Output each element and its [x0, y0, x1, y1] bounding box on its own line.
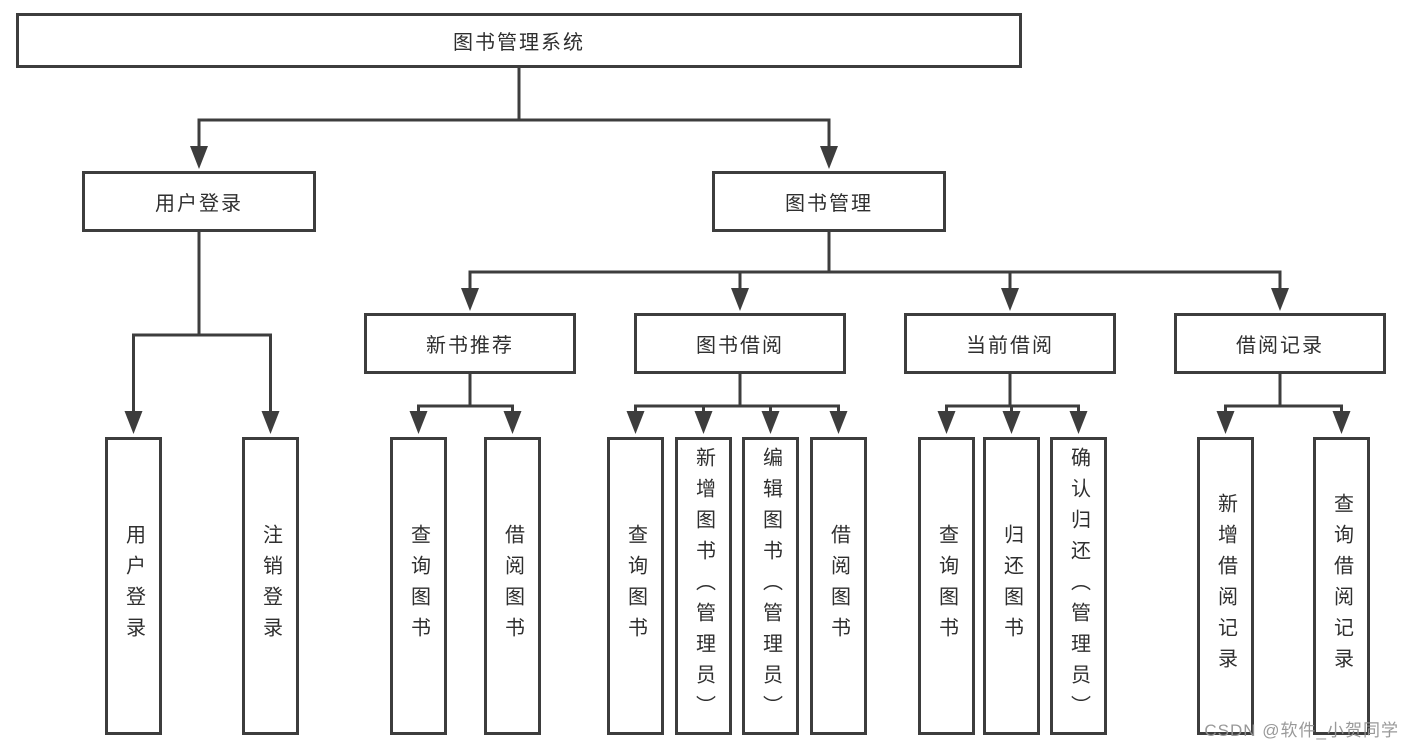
node-borrow-books-recommend: 借阅图书 — [484, 437, 541, 735]
node-book-borrowing-label: 图书借阅 — [696, 335, 784, 357]
connector-book-management-to-level3 — [461, 230, 1289, 311]
node-book-management-label: 图书管理 — [785, 193, 873, 215]
node-new-book-recommend: 新书推荐 — [364, 313, 576, 374]
node-add-borrow-record: 新增借阅记录 — [1197, 437, 1254, 735]
connector-book-borrowing-to-leaves — [626, 372, 848, 434]
node-return-books-label: 归还图书 — [1000, 524, 1023, 648]
node-return-books: 归还图书 — [983, 437, 1040, 735]
node-edit-books-admin-label: 编辑图书（管理员） — [759, 446, 782, 726]
node-current-borrowing: 当前借阅 — [904, 313, 1116, 374]
node-book-management: 图书管理 — [712, 171, 946, 232]
node-add-books-admin-label: 新增图书（管理员） — [692, 446, 715, 726]
node-borrowing-records-label: 借阅记录 — [1236, 335, 1324, 357]
node-confirm-return-admin: 确认归还（管理员） — [1050, 437, 1107, 735]
connector-current-borrowing-to-leaves — [937, 372, 1088, 434]
node-root: 图书管理系统 — [16, 13, 1022, 68]
node-borrowing-records: 借阅记录 — [1174, 313, 1386, 374]
node-query-borrow-record: 查询借阅记录 — [1313, 437, 1370, 735]
node-query-books-borrowing: 查询图书 — [607, 437, 664, 735]
node-user-login-label: 用户登录 — [155, 193, 243, 215]
connector-borrowing-records-to-leaves — [1216, 372, 1351, 434]
node-new-book-recommend-label: 新书推荐 — [426, 335, 514, 357]
node-current-borrowing-label: 当前借阅 — [966, 335, 1054, 357]
node-query-books-recommend: 查询图书 — [390, 437, 447, 735]
connector-new-book-recommend-to-leaves — [409, 372, 522, 434]
node-borrow-books-recommend-label: 借阅图书 — [501, 524, 524, 648]
node-query-books-recommend-label: 查询图书 — [407, 524, 430, 648]
node-confirm-return-admin-label: 确认归还（管理员） — [1067, 446, 1090, 726]
node-book-borrowing: 图书借阅 — [634, 313, 846, 374]
node-root-label: 图书管理系统 — [453, 32, 585, 54]
node-borrow-books-borrowing-label: 借阅图书 — [827, 524, 850, 648]
node-query-books-borrowing-label: 查询图书 — [624, 524, 647, 648]
node-logout-leaf: 注销登录 — [242, 437, 299, 735]
node-logout-leaf-label: 注销登录 — [259, 524, 282, 648]
node-edit-books-admin: 编辑图书（管理员） — [742, 437, 799, 735]
node-login-leaf: 用户登录 — [105, 437, 162, 735]
node-query-books-current: 查询图书 — [918, 437, 975, 735]
node-user-login: 用户登录 — [82, 171, 316, 232]
node-borrow-books-borrowing: 借阅图书 — [810, 437, 867, 735]
node-add-borrow-record-label: 新增借阅记录 — [1214, 493, 1237, 679]
node-query-books-current-label: 查询图书 — [935, 524, 958, 648]
connector-root-to-level2 — [190, 66, 838, 169]
csdn-watermark: CSDN @软件_小贺同学 — [1204, 721, 1399, 740]
node-add-books-admin: 新增图书（管理员） — [675, 437, 732, 735]
node-query-borrow-record-label: 查询借阅记录 — [1330, 493, 1353, 679]
connector-user-login-to-leaves — [124, 230, 280, 434]
node-login-leaf-label: 用户登录 — [122, 524, 145, 648]
